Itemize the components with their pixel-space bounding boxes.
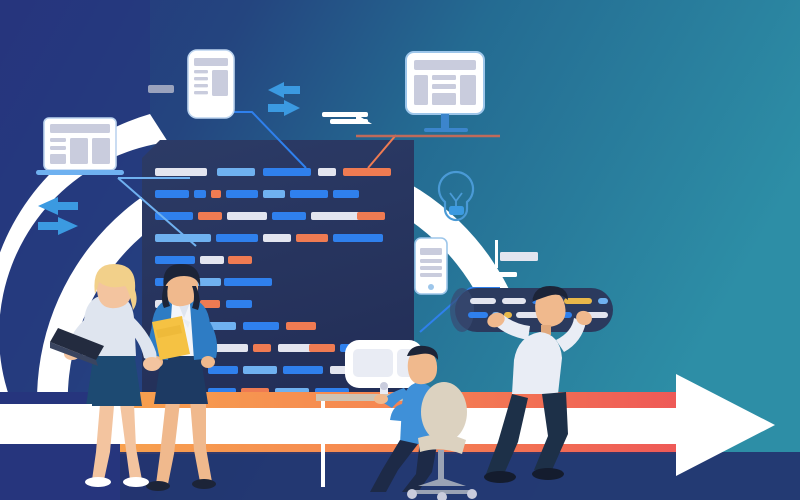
code-bar: [343, 168, 391, 176]
grey-chip-bar: [148, 85, 174, 93]
code-bar: [263, 190, 285, 198]
folder-prop: [152, 316, 190, 360]
ui-card-icon: [489, 240, 538, 277]
code-bar: [155, 190, 189, 198]
code-bar: [333, 190, 359, 198]
code-bar: [198, 212, 222, 220]
code-bar: [194, 190, 206, 198]
code-bar: [155, 256, 195, 264]
code-bar-icon: [322, 112, 372, 124]
code-bar: [309, 344, 335, 352]
character-woman-blonde-laptop: [50, 264, 161, 487]
process-loop-arc: [0, 114, 515, 500]
code-bar: [263, 168, 311, 176]
connector-lines: [117, 111, 500, 333]
code-bar: [283, 366, 323, 374]
code-bar: [228, 256, 252, 264]
character-man-seated-desk: [316, 340, 477, 500]
character-man-walking-code: [484, 286, 592, 483]
code-bar: [208, 366, 238, 374]
code-bar: [272, 212, 306, 220]
code-bar: [227, 212, 267, 220]
code-bar: [357, 212, 385, 220]
code-bar: [253, 344, 271, 352]
code-bar: [263, 234, 291, 242]
device-phone-mid[interactable]: [414, 237, 448, 295]
laptop-prop: [50, 328, 104, 366]
device-tablet-top[interactable]: [187, 49, 235, 119]
code-bar: [200, 256, 224, 264]
code-bar: [318, 168, 336, 176]
code-bar: [208, 344, 248, 352]
device-monitor-top-right[interactable]: [405, 51, 485, 132]
device-laptop-left[interactable]: [36, 117, 124, 175]
white-panel-edge: [0, 404, 92, 444]
lightbulb-base: [449, 206, 464, 215]
code-bar: [243, 366, 277, 374]
code-bar: [224, 278, 272, 286]
code-bar: [290, 190, 328, 198]
code-bar: [217, 168, 255, 176]
code-bar: [333, 234, 383, 242]
code-bar: [200, 300, 220, 308]
code-bar: [226, 300, 252, 308]
code-bar: [243, 322, 279, 330]
office-chair: [407, 382, 477, 500]
sync-arrows-left: [38, 197, 78, 235]
code-bar: [226, 190, 258, 198]
code-bar: [216, 234, 258, 242]
code-pill: [450, 288, 613, 332]
code-bar: [311, 212, 371, 220]
sync-arrows-top: [268, 82, 300, 116]
desk-leg-left: [321, 401, 325, 487]
code-bar: [296, 234, 328, 242]
code-bar: [155, 168, 207, 176]
code-bar: [286, 322, 316, 330]
character-woman-dark-folder: [146, 264, 218, 491]
code-bar: [211, 190, 221, 198]
